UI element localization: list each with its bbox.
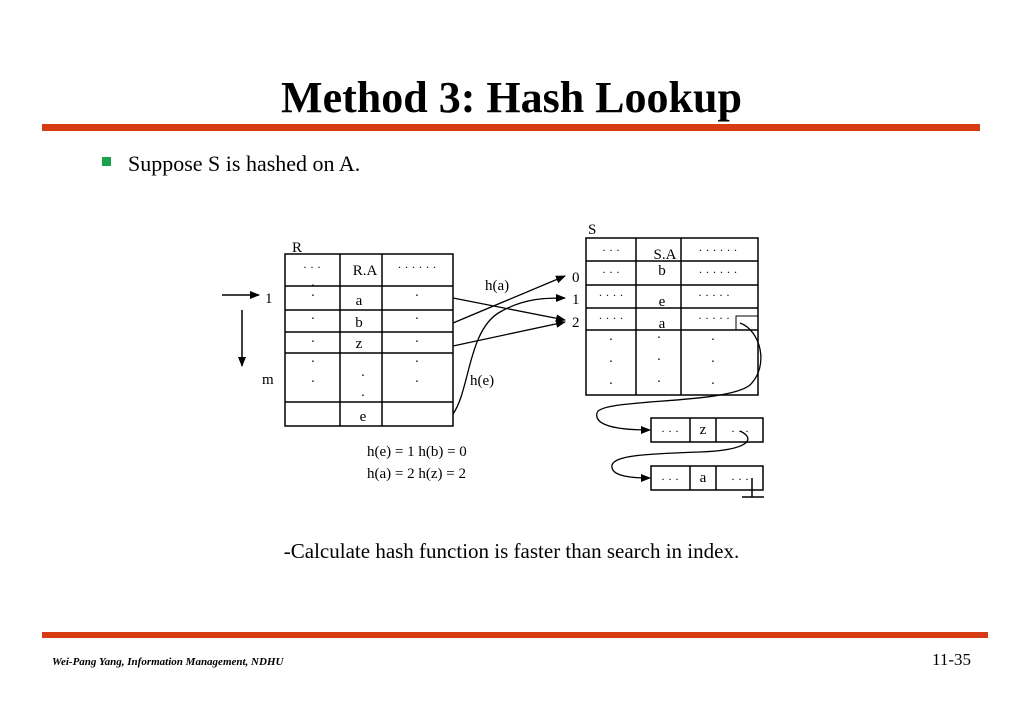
- null-pointer-icon: [742, 478, 764, 498]
- slide-number: 11-35: [931, 650, 971, 669]
- r-value-b: b: [355, 315, 363, 331]
- s-value-b: b: [658, 263, 666, 279]
- r-row-end-label: m: [262, 372, 274, 388]
- s-row0-dots-right: · · · · · ·: [699, 265, 738, 279]
- svg-text:·: ·: [415, 312, 420, 327]
- s-row1-dots-right: · · · · ·: [698, 288, 730, 302]
- svg-text:·: ·: [609, 377, 614, 392]
- arrow-z-to-bucket-2: [452, 319, 566, 347]
- s-header-dots: · · ·: [602, 243, 620, 257]
- r-header-dots-right: · · · · · ·: [398, 260, 437, 274]
- svg-text:·: ·: [311, 312, 316, 327]
- s-value-a: a: [659, 316, 666, 332]
- overflow-2-dots: · · ·: [661, 472, 679, 486]
- overflow-pointer-1: [596, 322, 762, 434]
- r-dots-col3: · · · · ·: [415, 289, 420, 390]
- he-label: h(e): [470, 373, 494, 389]
- hash-values-line-2: h(a) = 2 h(z) = 2: [367, 466, 466, 482]
- r-dots-col2: · ·: [361, 369, 366, 404]
- s-value-e: e: [659, 294, 666, 310]
- r-header-ra: R.A: [353, 263, 378, 279]
- svg-text:·: ·: [711, 355, 716, 370]
- arrow-b-to-bucket-0: [452, 275, 566, 324]
- overflow-block-2: [650, 465, 764, 491]
- r-value-z: z: [356, 336, 363, 352]
- s-row2-dots-right: · · · · ·: [698, 311, 730, 325]
- s-row1-dots: · · · ·: [599, 288, 624, 302]
- r-table: [284, 253, 454, 427]
- explanation-note: -Calculate hash function is faster than …: [283, 539, 740, 563]
- svg-text:·: ·: [311, 279, 316, 294]
- overflow-block-1: [650, 417, 764, 443]
- bucket-number-1: 1: [572, 292, 580, 308]
- svg-text:·: ·: [361, 389, 366, 404]
- arrow-a-to-bucket-2: [452, 297, 566, 323]
- svg-text:·: ·: [711, 377, 716, 392]
- overflow-1-dots: · · ·: [661, 424, 679, 438]
- svg-text:·: ·: [415, 355, 420, 370]
- svg-text:·: ·: [415, 335, 420, 350]
- footer-author: Wei-Pang Yang, Information Management, N…: [52, 656, 284, 668]
- footer-divider: [42, 632, 988, 638]
- hash-values-line-1: h(e) = 1 h(b) = 0: [367, 444, 467, 460]
- svg-text:·: ·: [415, 375, 420, 390]
- svg-text:·: ·: [657, 375, 662, 390]
- svg-text:·: ·: [657, 331, 662, 346]
- r-row-start-label: 1: [265, 291, 273, 307]
- bucket-number-2: 2: [572, 315, 580, 331]
- svg-text:·: ·: [657, 353, 662, 368]
- page-title: Method 3: Hash Lookup: [281, 73, 742, 122]
- svg-text:·: ·: [311, 289, 316, 304]
- s-row0-dots: · · ·: [602, 265, 620, 279]
- svg-text:·: ·: [311, 335, 316, 350]
- s-header-sa: S.A: [654, 247, 677, 263]
- r-value-a: a: [356, 293, 363, 309]
- r-table-label: R: [292, 240, 302, 256]
- svg-text:·: ·: [609, 355, 614, 370]
- svg-text:·: ·: [311, 375, 316, 390]
- ha-label: h(a): [485, 278, 509, 294]
- s-table-label: S: [588, 222, 596, 238]
- svg-text:·: ·: [711, 333, 716, 348]
- r-header-dots: · · ·: [303, 260, 321, 274]
- s-row2-dots: · · · ·: [599, 311, 624, 325]
- bullet-text: Suppose S is hashed on A.: [128, 151, 361, 176]
- r-value-e: e: [360, 409, 367, 425]
- arrow-e-to-bucket-1: [452, 294, 566, 415]
- r-dots-col1: · · · · · ·: [311, 279, 316, 390]
- svg-text:·: ·: [415, 289, 420, 304]
- svg-text:·: ·: [609, 333, 614, 348]
- title-divider: [42, 124, 980, 131]
- s-header-dots-right: · · · · · ·: [699, 243, 738, 257]
- bullet-square-icon: [102, 157, 111, 166]
- overflow-2-ptr-dots: · · ·: [731, 472, 749, 486]
- s-dots-lower: · · · · · · · · ·: [609, 331, 716, 392]
- svg-text:·: ·: [311, 355, 316, 370]
- overflow-2-value: a: [700, 470, 707, 486]
- svg-text:·: ·: [361, 369, 366, 384]
- bucket-number-0: 0: [572, 270, 580, 286]
- overflow-1-value: z: [700, 422, 707, 438]
- overflow-pointer-2: [611, 430, 749, 482]
- s-row2-pointer-cell: [735, 315, 759, 331]
